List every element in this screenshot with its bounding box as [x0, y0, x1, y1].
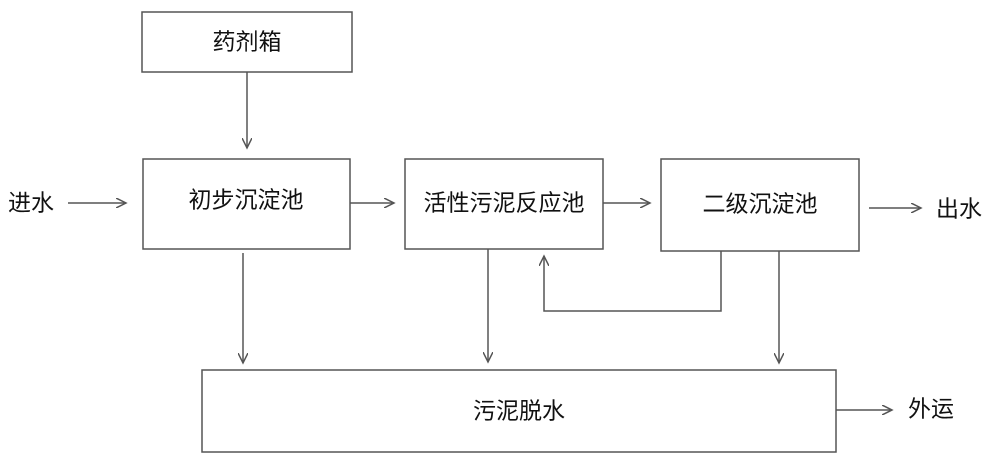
- sludge-return-arrow: [544, 251, 722, 312]
- node-activated-sludge-reactor: 活性污泥反应池: [404, 158, 604, 250]
- node-secondary-sedimentation: 二级沉淀池: [660, 158, 860, 252]
- node-primary-sedimentation: 初步沉淀池: [142, 158, 351, 250]
- primary-sedimentation-box: [142, 158, 351, 250]
- external-transport-label: 外运: [908, 397, 954, 423]
- chemical-tank-box: [141, 11, 353, 73]
- water-inlet-label: 进水: [8, 191, 54, 217]
- activated-sludge-reactor-label: 活性污泥反应池: [424, 191, 585, 217]
- activated-sludge-reactor-box: [404, 158, 604, 250]
- node-chemical-tank: 药剂箱: [141, 11, 353, 73]
- sludge-dewatering-label: 污泥脱水: [473, 399, 565, 425]
- secondary-sedimentation-label: 二级沉淀池: [703, 192, 818, 218]
- primary-sedimentation-label: 初步沉淀池: [189, 188, 304, 214]
- node-sludge-dewatering: 污泥脱水: [201, 369, 837, 453]
- water-outlet-label: 出水: [936, 197, 982, 223]
- chemical-tank-label: 药剂箱: [213, 30, 282, 56]
- secondary-sedimentation-box: [660, 158, 860, 252]
- sludge-dewatering-box: [201, 369, 837, 453]
